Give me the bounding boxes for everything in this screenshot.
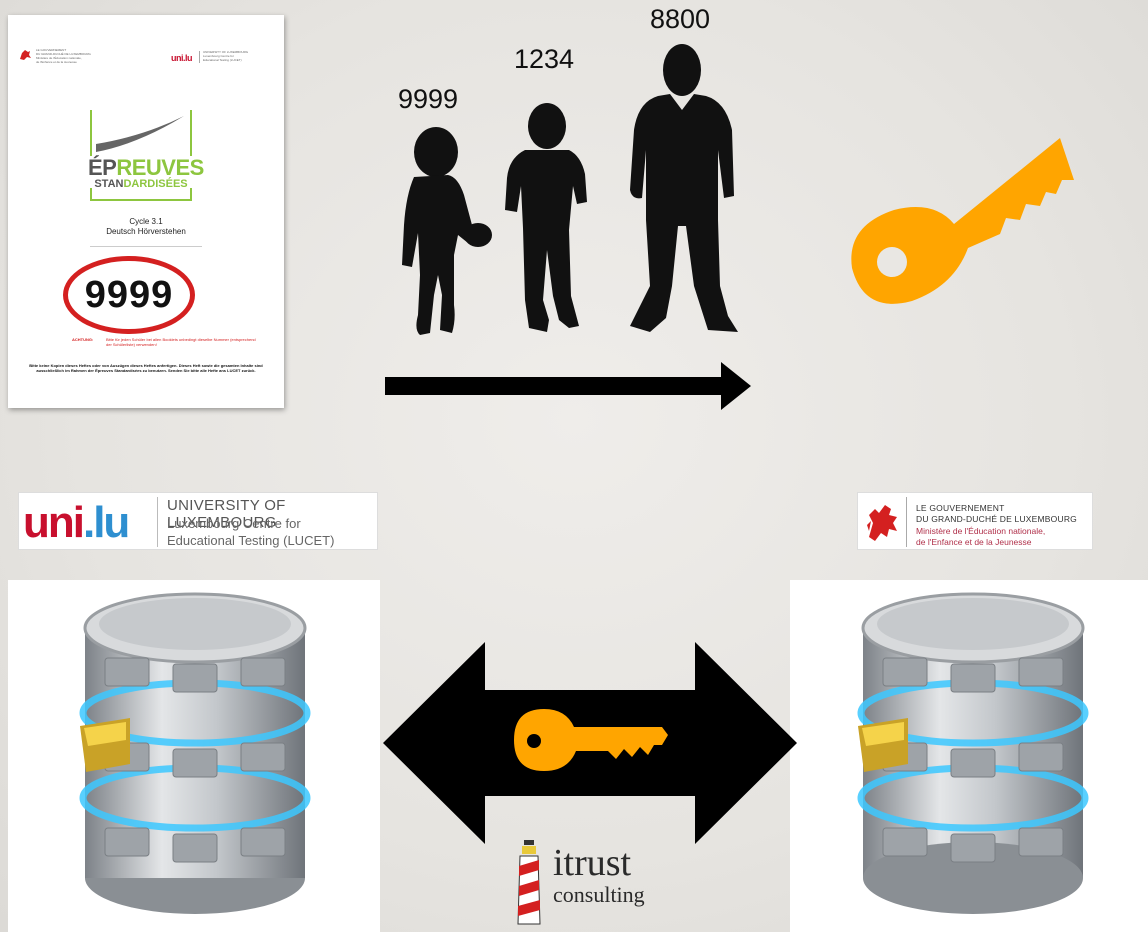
booklet-number: 9999 bbox=[84, 273, 174, 316]
progression-arrow bbox=[385, 362, 751, 410]
booklet-number-oval: 9999 bbox=[63, 256, 195, 334]
epreuves-logo bbox=[90, 110, 192, 201]
id-child-small: 9999 bbox=[398, 84, 459, 114]
university-banner-divider bbox=[157, 497, 158, 547]
government-banner-divider bbox=[906, 497, 907, 547]
booklet-footer: Bitte keine Kopien dieses Heftes oder vo… bbox=[29, 363, 263, 373]
database-icon bbox=[857, 592, 1089, 914]
epreuves-logo-bottom: STANDARDISÉES bbox=[94, 178, 188, 190]
government-line-2: DU GRAND-DUCHÉ DE LUXEMBOURG bbox=[916, 514, 1077, 524]
epreuves-logo-top: ÉPREUVES bbox=[88, 155, 204, 180]
booklet-achtung-text: Bitte für jeden Schüler bei allen Bookle… bbox=[106, 337, 256, 347]
booklet-header-left-2: DU GRAND-DUCHÉ DE LUXEMBOURG bbox=[36, 52, 91, 56]
database-icon bbox=[79, 592, 311, 914]
id-child-medium: 1234 bbox=[514, 44, 575, 74]
booklet-header-right-3: Educational Testing (LUCET) bbox=[203, 58, 242, 62]
university-name: UNIVERSITY OF LUXEMBOURG bbox=[167, 497, 286, 531]
database-panel-right bbox=[790, 580, 1148, 932]
small-key-icon bbox=[514, 709, 668, 771]
booklet-divider bbox=[90, 246, 202, 247]
lion-crest-icon bbox=[867, 505, 897, 541]
unilu-logo: uni.lu bbox=[23, 498, 130, 547]
booklet-achtung-label: ACHTUNG: bbox=[72, 337, 94, 342]
ministry-line-2: de l'Enfance et de la Jeunesse bbox=[916, 537, 1032, 547]
booklet-cycle: Cycle 3.1 bbox=[129, 217, 163, 226]
university-centre: Luxembourg Centre for bbox=[167, 516, 301, 531]
government-banner: LE GOUVERNEMENT DU GRAND-DUCHÉ DE LUXEMB… bbox=[857, 492, 1093, 550]
booklet-header-left: LE GOUVERNEMENT DU GRAND-DUCHÉ DE LUXEMB… bbox=[36, 48, 91, 64]
booklet-header-divider bbox=[199, 51, 200, 63]
university-centre-2: Educational Testing (LUCET) bbox=[167, 533, 335, 548]
booklet-cover: LE GOUVERNEMENT DU GRAND-DUCHÉ DE LUXEMB… bbox=[8, 15, 284, 408]
booklet-header-right-2: Luxembourg Centre for bbox=[203, 54, 234, 58]
booklet-unilu-logo: uni.lu bbox=[171, 53, 193, 63]
database-panel-left bbox=[8, 580, 380, 932]
booklet-header-left-4: de l'Enfance et de la Jeunesse bbox=[36, 60, 77, 64]
ministry-line-1: Ministère de l'Éducation nationale, bbox=[916, 526, 1046, 536]
id-adult: 8800 bbox=[650, 4, 711, 34]
key-icon bbox=[851, 138, 1074, 304]
government-line-1: LE GOUVERNEMENT bbox=[916, 503, 1005, 513]
booklet-subject: Deutsch Hörverstehen bbox=[106, 227, 186, 236]
adult-silhouette bbox=[630, 44, 738, 332]
booklet-header-right-1: UNIVERSITY OF LUXEMBOURG bbox=[203, 50, 249, 54]
booklet-header-left-1: LE GOUVERNEMENT bbox=[36, 48, 67, 52]
child-small-silhouette bbox=[402, 127, 492, 335]
itrust-subtitle: consulting bbox=[553, 882, 645, 907]
booklet-header-right: UNIVERSITY OF LUXEMBOURG Luxembourg Cent… bbox=[203, 50, 248, 62]
booklet-header-left-3: Ministère de l'Éducation nationale, bbox=[36, 56, 82, 60]
university-banner: uni.lu UNIVERSITY OF LUXEMBOURG Luxembou… bbox=[18, 492, 378, 550]
lighthouse-icon bbox=[517, 840, 541, 925]
itrust-wordmark: itrust bbox=[553, 842, 632, 884]
child-medium-silhouette bbox=[505, 103, 587, 332]
lion-icon bbox=[20, 50, 31, 60]
